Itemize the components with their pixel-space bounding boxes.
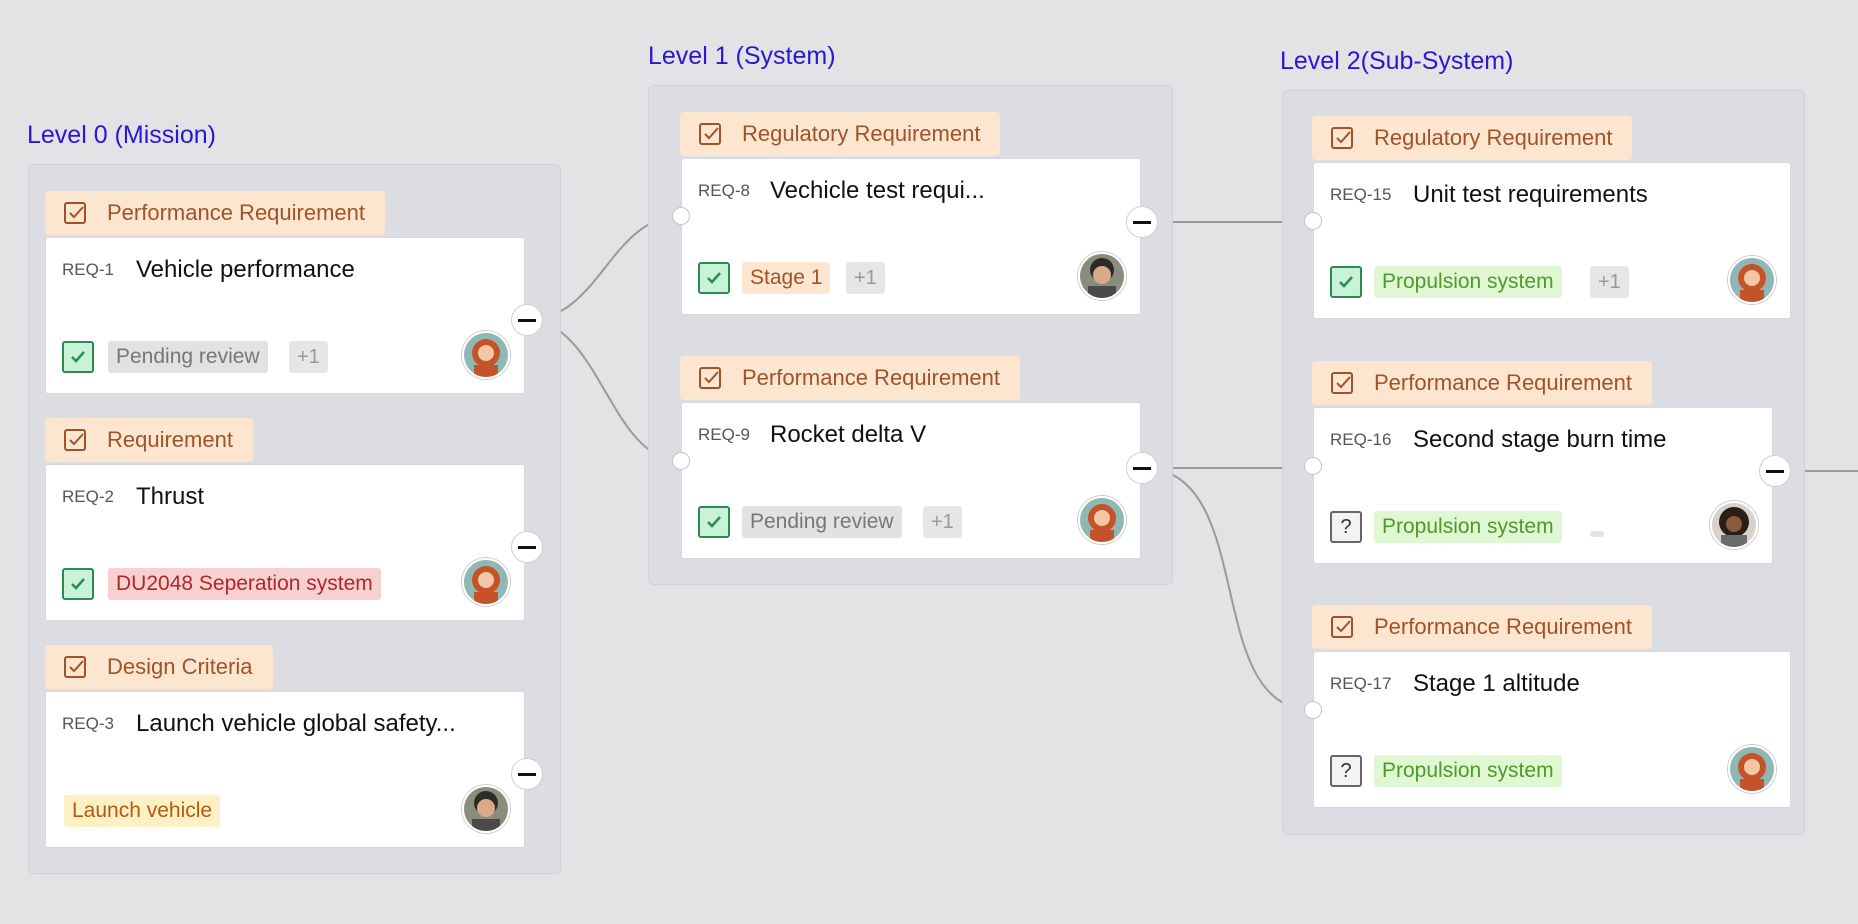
component-tag[interactable]: Propulsion system — [1374, 755, 1562, 787]
checkbox-icon — [699, 367, 721, 389]
checkbox-icon — [1331, 127, 1353, 149]
requirement-card-req1[interactable]: REQ-1 Vehicle performance Pending review… — [45, 237, 525, 394]
req-title: Launch vehicle global safety... — [136, 710, 456, 737]
status-tag[interactable]: Pending review — [742, 506, 902, 538]
check-icon[interactable] — [698, 262, 730, 294]
type-tab-req16: Performance Requirement — [1312, 361, 1653, 405]
level-title-1: Level 1 (System) — [648, 42, 836, 70]
minus-icon — [1133, 466, 1151, 470]
collapse-button-req2[interactable] — [511, 531, 543, 563]
type-label: Performance Requirement — [1374, 614, 1633, 639]
input-port-req15[interactable] — [1304, 212, 1322, 230]
component-tag[interactable]: Propulsion system — [1374, 511, 1562, 543]
level-title-0: Level 0 (Mission) — [27, 121, 216, 149]
minus-icon — [1766, 469, 1784, 473]
req-title: Second stage burn time — [1413, 426, 1667, 453]
input-port-req8[interactable] — [672, 207, 690, 225]
collapse-button-req3[interactable] — [511, 758, 543, 790]
req-title: Thrust — [136, 483, 205, 510]
req-title: Stage 1 altitude — [1413, 670, 1580, 697]
req-title: Unit test requirements — [1413, 181, 1648, 208]
type-tab-req8: Regulatory Requirement — [680, 112, 1001, 156]
type-tab-req9: Performance Requirement — [680, 356, 1021, 400]
type-label: Regulatory Requirement — [742, 121, 981, 146]
req-id: REQ-2 — [62, 487, 114, 506]
type-tab-req3: Design Criteria — [45, 645, 273, 689]
type-tab-req17: Performance Requirement — [1312, 605, 1653, 649]
question-icon[interactable]: ? — [1330, 511, 1362, 543]
component-tag[interactable]: Propulsion system — [1374, 266, 1562, 298]
avatar[interactable] — [462, 785, 510, 833]
type-label: Requirement — [107, 427, 233, 452]
input-port-req17[interactable] — [1304, 701, 1322, 719]
status-tag[interactable]: Pending review — [108, 341, 268, 373]
edge-req9-req17 — [1141, 467, 1314, 711]
collapse-button-req1[interactable] — [511, 304, 543, 336]
req-id: REQ-3 — [62, 714, 114, 733]
more-tags-placeholder — [1590, 531, 1604, 537]
req-id: REQ-9 — [698, 425, 750, 444]
type-label: Regulatory Requirement — [1374, 125, 1613, 150]
type-label: Performance Requirement — [107, 200, 366, 225]
input-port-req9[interactable] — [672, 452, 690, 470]
req-id: REQ-16 — [1330, 430, 1392, 449]
requirement-card-req9[interactable]: REQ-9 Rocket delta V Pending review +1 — [681, 402, 1141, 559]
type-tab-req1: Performance Requirement — [45, 191, 386, 235]
more-tags-badge[interactable]: +1 — [846, 262, 885, 294]
avatar[interactable] — [1728, 745, 1776, 793]
type-tab-req2: Requirement — [45, 418, 253, 462]
more-tags-badge[interactable]: +1 — [923, 506, 962, 538]
checkbox-icon — [699, 123, 721, 145]
requirement-card-req15[interactable]: REQ-15 Unit test requirements Propulsion… — [1313, 162, 1791, 319]
question-icon[interactable]: ? — [1330, 755, 1362, 787]
avatar[interactable] — [1710, 501, 1758, 549]
minus-icon — [518, 772, 536, 776]
input-port-req16[interactable] — [1304, 457, 1322, 475]
check-icon[interactable] — [698, 506, 730, 538]
stage-tag[interactable]: Stage 1 — [742, 262, 831, 294]
type-label: Performance Requirement — [742, 365, 1001, 390]
type-label: Design Criteria — [107, 654, 253, 679]
avatar[interactable] — [462, 558, 510, 606]
check-icon[interactable] — [62, 568, 94, 600]
status-tag[interactable]: DU2048 Seperation system — [108, 568, 381, 600]
avatar[interactable] — [462, 331, 510, 379]
collapse-button-req9[interactable] — [1126, 452, 1158, 484]
requirement-card-req17[interactable]: REQ-17 Stage 1 altitude ? Propulsion sys… — [1313, 651, 1791, 808]
type-label: Performance Requirement — [1374, 370, 1633, 395]
checkbox-icon — [1331, 372, 1353, 394]
req-id: REQ-1 — [62, 260, 114, 279]
req-id: REQ-15 — [1330, 185, 1392, 204]
requirement-card-req2[interactable]: REQ-2 Thrust DU2048 Seperation system — [45, 464, 525, 621]
minus-icon — [518, 318, 536, 322]
checkbox-icon — [1331, 616, 1353, 638]
avatar[interactable] — [1078, 496, 1126, 544]
req-title: Rocket delta V — [770, 421, 927, 448]
req-title: Vechicle test requi... — [770, 177, 985, 204]
avatar[interactable] — [1728, 256, 1776, 304]
req-title: Vehicle performance — [136, 256, 355, 283]
checkbox-icon — [64, 656, 86, 678]
level-title-2: Level 2(Sub-System) — [1280, 47, 1514, 75]
component-tag[interactable]: Launch vehicle — [64, 795, 221, 827]
minus-icon — [518, 545, 536, 549]
requirement-card-req8[interactable]: REQ-8 Vechicle test requi... Stage 1 +1 — [681, 158, 1141, 315]
avatar[interactable] — [1078, 252, 1126, 300]
minus-icon — [1133, 220, 1151, 224]
collapse-button-req16[interactable] — [1759, 455, 1791, 487]
req-id: REQ-17 — [1330, 674, 1392, 693]
more-tags-badge[interactable]: +1 — [289, 341, 328, 373]
checkbox-icon — [64, 429, 86, 451]
check-icon[interactable] — [1330, 266, 1362, 298]
type-tab-req15: Regulatory Requirement — [1312, 116, 1633, 160]
req-id: REQ-8 — [698, 181, 750, 200]
collapse-button-req8[interactable] — [1126, 206, 1158, 238]
requirement-card-req3[interactable]: REQ-3 Launch vehicle global safety... La… — [45, 691, 525, 848]
requirement-card-req16[interactable]: REQ-16 Second stage burn time ? Propulsi… — [1313, 407, 1773, 564]
check-icon[interactable] — [62, 341, 94, 373]
checkbox-icon — [64, 202, 86, 224]
more-tags-badge[interactable]: +1 — [1590, 266, 1629, 298]
